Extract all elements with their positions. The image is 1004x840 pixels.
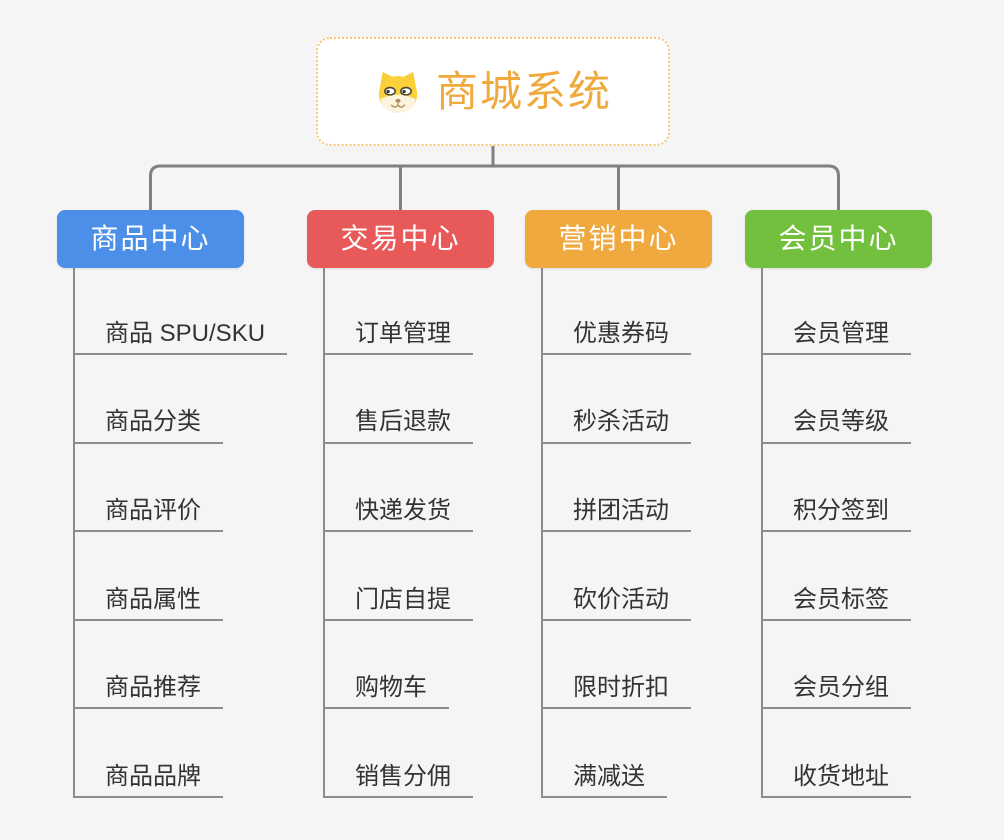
root-node[interactable]: 商城系统 [316, 37, 670, 146]
shiba-dog-icon [374, 69, 422, 115]
branch-spine-line [323, 268, 325, 798]
sub-topic[interactable]: 收货地址 [761, 756, 911, 798]
sub-topic-label: 会员管理 [793, 319, 889, 347]
branch-spine-line [73, 268, 75, 798]
sub-topic[interactable]: 秒杀活动 [541, 402, 691, 444]
sub-topic[interactable]: 会员管理 [761, 313, 911, 355]
sub-topic-label: 砍价活动 [573, 585, 669, 613]
sub-topic[interactable]: 商品属性 [73, 579, 223, 621]
sub-topic[interactable]: 快递发货 [323, 490, 473, 533]
sub-topic-label: 收货地址 [793, 762, 889, 790]
sub-topic[interactable]: 销售分佣 [323, 756, 473, 798]
sub-topic[interactable]: 商品推荐 [73, 667, 223, 710]
sub-topic-label: 会员分组 [793, 674, 889, 702]
sub-topic[interactable]: 会员分组 [761, 667, 911, 710]
sub-topic-label: 限时折扣 [573, 674, 669, 702]
sub-topic-label: 门店自提 [355, 585, 451, 613]
branch-node-1[interactable]: 商品中心 [57, 210, 244, 268]
sub-topic[interactable]: 购物车 [323, 667, 449, 710]
branch-label: 商品中心 [90, 223, 211, 254]
sub-topic-label: 销售分佣 [355, 762, 451, 790]
sub-topic[interactable]: 会员等级 [761, 402, 911, 444]
sub-topic[interactable]: 订单管理 [323, 313, 473, 355]
sub-topic[interactable]: 门店自提 [323, 579, 473, 621]
sub-topic[interactable]: 优惠券码 [541, 313, 691, 355]
sub-topic[interactable]: 商品分类 [73, 402, 223, 444]
sub-topic-label: 优惠券码 [573, 319, 669, 347]
sub-topic[interactable]: 砍价活动 [541, 579, 691, 621]
sub-topic-label: 购物车 [355, 674, 427, 702]
sub-topic[interactable]: 售后退款 [323, 402, 473, 444]
sub-topic-label: 快递发货 [355, 497, 451, 524]
sub-topic-label: 满减送 [573, 762, 645, 790]
branch-node-2[interactable]: 交易中心 [307, 210, 494, 268]
sub-topic-label: 订单管理 [355, 319, 451, 347]
sub-topic-label: 商品分类 [105, 408, 201, 436]
sub-topic-label: 会员标签 [793, 585, 889, 613]
sub-topic[interactable]: 拼团活动 [541, 490, 691, 533]
sub-topic-label: 售后退款 [355, 408, 451, 436]
sub-topic[interactable]: 限时折扣 [541, 667, 691, 710]
sub-topic-label: 秒杀活动 [573, 408, 669, 436]
sub-topic-label: 积分签到 [793, 497, 889, 524]
sub-topic[interactable]: 会员标签 [761, 579, 911, 621]
sub-topic-label: 商品品牌 [105, 762, 201, 790]
branch-spine-line [761, 268, 763, 798]
sub-topic[interactable]: 商品品牌 [73, 756, 223, 798]
sub-topic[interactable]: 满减送 [541, 756, 667, 798]
branch-spine-line [541, 268, 543, 798]
sub-topic[interactable]: 商品 SPU/SKU [73, 313, 288, 355]
trunk-line [149, 164, 840, 210]
branch-label: 交易中心 [340, 223, 461, 254]
sub-topic-label: 商品推荐 [105, 674, 201, 702]
sub-topic[interactable]: 商品评价 [73, 490, 223, 533]
sub-topic-label: 会员等级 [793, 408, 889, 436]
root-title: 商城系统 [435, 67, 612, 115]
sub-topic-label: 商品评价 [105, 497, 201, 524]
branch-label: 会员中心 [778, 223, 899, 254]
branch-label: 营销中心 [558, 223, 679, 254]
branch-node-3[interactable]: 营销中心 [525, 210, 712, 268]
branch-node-4[interactable]: 会员中心 [745, 210, 932, 268]
sub-topic-label: 商品属性 [105, 585, 201, 613]
sub-topic[interactable]: 积分签到 [761, 490, 911, 533]
sub-topic-label: 拼团活动 [573, 497, 669, 524]
sub-topic-label: 商品 SPU/SKU [105, 319, 266, 347]
